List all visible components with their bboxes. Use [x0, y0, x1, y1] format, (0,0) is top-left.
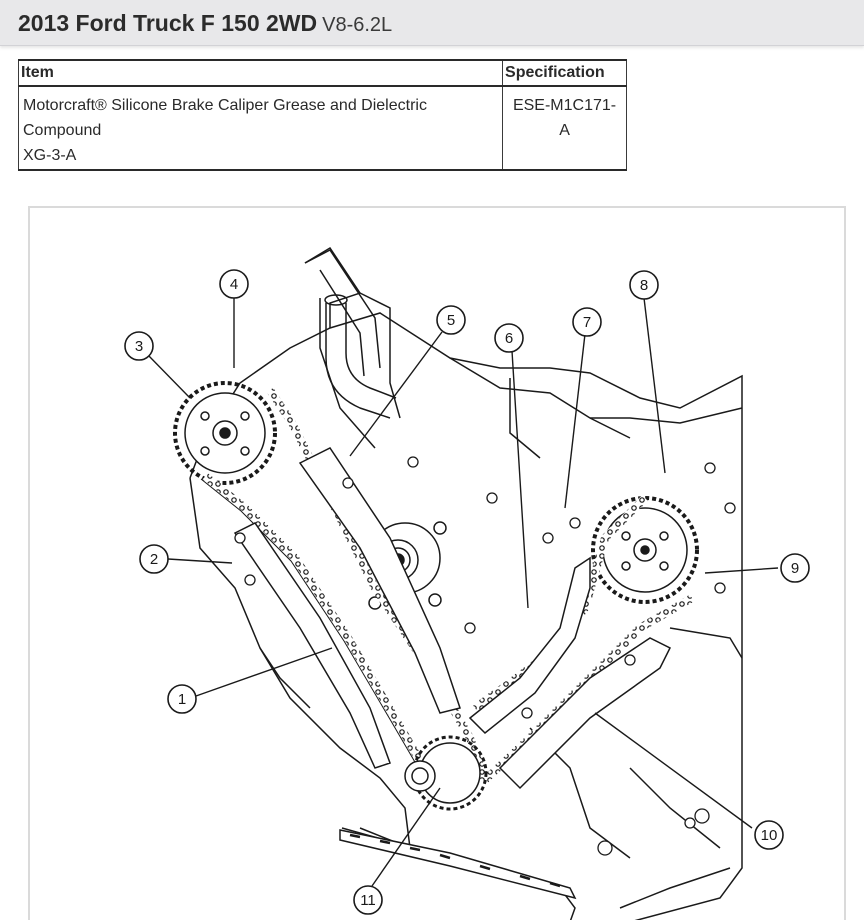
diagram-svg: 1 2 3 4 5 6 7 8 9 10 11 — [124, 246, 810, 920]
callout-4-label: 4 — [230, 276, 238, 293]
callout-6: 6 — [494, 323, 524, 353]
callout-5-label: 5 — [447, 312, 455, 329]
callout-7: 7 — [572, 307, 602, 337]
left-camshaft-sprocket — [173, 381, 277, 485]
bolts — [234, 456, 736, 856]
item-name-line-1: Motorcraft® Silicone Brake Caliper Greas… — [23, 97, 427, 114]
chain-guides — [233, 447, 672, 790]
callout-8: 8 — [629, 270, 659, 300]
callout-4: 4 — [219, 269, 249, 299]
left-timing-chain — [200, 387, 489, 782]
callout-8-label: 8 — [640, 277, 648, 294]
callout-9-label: 9 — [791, 560, 799, 577]
callout-2: 2 — [139, 544, 169, 574]
right-camshaft-sprocket — [591, 496, 699, 604]
callout-7-label: 7 — [583, 314, 591, 331]
crankshaft-sprocket — [404, 735, 488, 811]
item-name-line-2: Compound — [23, 122, 102, 139]
callout-3-label: 3 — [135, 338, 143, 355]
specification-cell: ESE-M1C171- A — [502, 85, 627, 171]
item-cell: Motorcraft® Silicone Brake Caliper Greas… — [17, 85, 504, 171]
callout-1-label: 1 — [178, 691, 186, 708]
callout-10: 10 — [754, 820, 784, 850]
specification-table: Item Specification Motorcraft® Silicone … — [17, 59, 627, 171]
engine-subtitle: V8-6.2L — [322, 14, 393, 36]
callout-5: 5 — [436, 305, 466, 335]
callout-2-label: 2 — [150, 551, 158, 568]
column-header-specification: Specification — [502, 59, 627, 87]
callout-3: 3 — [124, 331, 154, 361]
spec-value-line-1: ESE-M1C171- — [512, 97, 617, 114]
table-header-row: Item Specification — [17, 59, 627, 87]
callout-9: 9 — [780, 553, 810, 583]
callout-10-label: 10 — [761, 827, 778, 844]
table-row: Motorcraft® Silicone Brake Caliper Greas… — [17, 85, 627, 171]
timing-chain-diagram: 1 2 3 4 5 6 7 8 9 10 11 — [28, 206, 846, 920]
vehicle-title: 2013 Ford Truck F 150 2WD — [18, 10, 318, 36]
callout-11-label: 11 — [360, 892, 376, 909]
callout-6-label: 6 — [505, 330, 513, 347]
leader-lines — [146, 297, 779, 887]
callout-11: 11 — [353, 885, 383, 915]
spec-value-line-2: A — [559, 122, 570, 139]
coolant-tube — [304, 249, 397, 419]
callout-1: 1 — [167, 684, 197, 714]
column-header-item: Item — [17, 59, 504, 87]
item-part-number: XG-3-A — [23, 147, 77, 164]
